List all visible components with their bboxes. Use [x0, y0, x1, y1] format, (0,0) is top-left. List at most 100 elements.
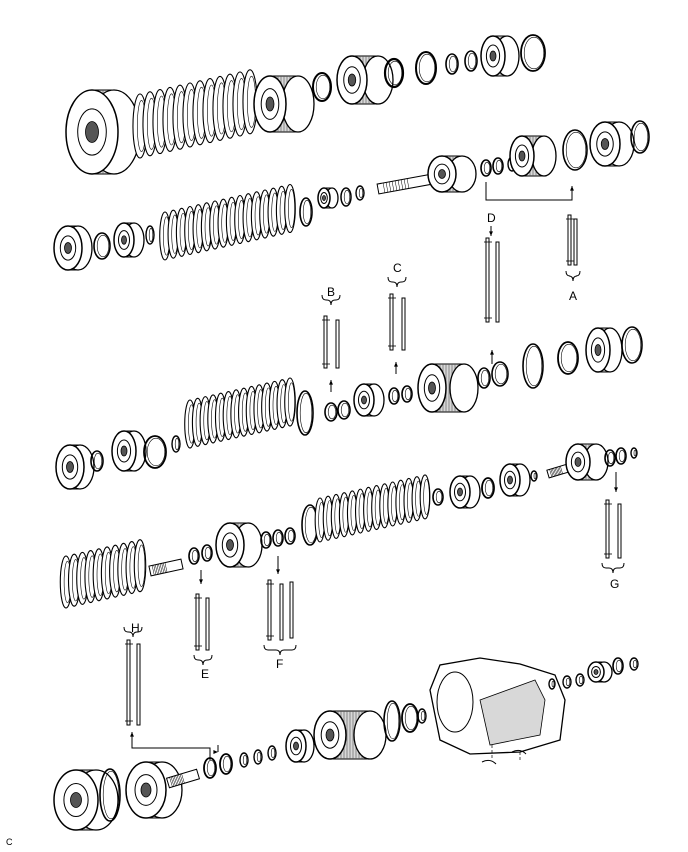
ring [401, 703, 419, 733]
washer [355, 185, 365, 201]
thrust-bearing-h2 [219, 753, 233, 775]
gear-row5 [125, 761, 183, 819]
spacer-bars-a [566, 214, 578, 266]
washer-end [629, 657, 639, 671]
thrust-bearing-e2 [201, 544, 213, 562]
gear-row2 [589, 121, 635, 167]
thrust-bearing-h1 [203, 757, 217, 779]
washer [239, 752, 249, 768]
thrust-bearing-f1 [260, 531, 272, 549]
transmission-case [429, 657, 566, 765]
planetary-carrier [427, 155, 477, 193]
spacer-bars-h [125, 639, 141, 726]
washer [432, 488, 444, 506]
clutch-pack-row2 [159, 183, 296, 261]
callout-label-c: C [393, 261, 402, 275]
gear [113, 222, 145, 258]
gear-row3c [585, 327, 623, 373]
spacer-bars-f [266, 579, 284, 641]
ring [481, 477, 495, 499]
thrust-bearing-c2 [401, 385, 413, 403]
washer-small [530, 470, 538, 482]
spacer-bars-c [388, 293, 406, 351]
snap-ring [522, 343, 544, 389]
spacer-bars-g [604, 499, 622, 559]
ring [93, 232, 111, 260]
hub-row3 [55, 444, 95, 490]
snap-ring [562, 129, 588, 171]
clutch-drum-row2 [509, 135, 557, 177]
ring [557, 341, 579, 375]
washer [417, 708, 427, 724]
snap-ring [383, 700, 401, 742]
callout-label-b: B [327, 285, 336, 299]
callout-label-a: A [569, 289, 578, 303]
leader-c [394, 362, 398, 374]
planetary-row4b [565, 443, 609, 481]
snap-ring [99, 768, 121, 822]
seal [548, 678, 556, 690]
thrust-bearing-f3 [284, 527, 296, 545]
washer [171, 435, 181, 453]
brace-c [387, 276, 407, 288]
thrust-bearing-d4 [491, 361, 509, 387]
leader-h [130, 732, 211, 760]
clutch-drum-row1 [253, 75, 315, 133]
clutch-pack-row4b [314, 474, 431, 543]
callout-brackets [123, 182, 625, 760]
thrust-bearing-d1 [480, 159, 492, 177]
thrust-bearing-d3 [477, 367, 491, 389]
brace-b [321, 294, 341, 306]
brace-h [123, 626, 143, 638]
washer [253, 749, 263, 765]
diagram-parts [53, 34, 650, 831]
planetary-row4 [215, 522, 263, 568]
output-shaft-row5 [165, 768, 201, 789]
spacer-bars-b [322, 315, 340, 369]
nut [612, 657, 624, 675]
spacer-bars-d [484, 237, 500, 323]
leader-f [276, 556, 280, 574]
brace-f [263, 644, 297, 656]
snap-ring [296, 390, 314, 436]
thrust-bearing-g2 [615, 447, 627, 465]
snap-ring-end [621, 326, 643, 364]
washer [267, 745, 277, 761]
hub-row4 [499, 463, 531, 497]
oil-pump-assembly [65, 89, 141, 175]
leader-d-lower [490, 350, 494, 364]
gear-row1 [336, 55, 394, 105]
spacer-bars-e [194, 593, 210, 651]
washer-end [630, 447, 638, 459]
snap-ring [299, 197, 313, 227]
planetary-gear [480, 35, 520, 77]
clutch-pack-row1 [132, 69, 258, 159]
leader-d-to-a [485, 182, 574, 201]
flange [587, 661, 613, 683]
gear-row5b [285, 729, 315, 763]
thrust-washer [445, 53, 459, 75]
snap-ring-top [520, 34, 546, 72]
washer [383, 57, 405, 89]
brace-a [565, 270, 581, 282]
thrust-bearing-e1 [188, 547, 200, 565]
page-code: C [6, 837, 13, 847]
snap-ring [312, 72, 332, 102]
leader-h-stub [213, 745, 219, 754]
thrust-bearing-b1 [324, 402, 338, 422]
leader-d [489, 226, 493, 236]
spacer-bar-f3 [289, 581, 294, 639]
thrust-bearing-c1 [388, 387, 400, 405]
washer [340, 187, 352, 207]
brace-e [193, 654, 213, 666]
leader-g [614, 472, 618, 492]
thrust-bearing-d2 [492, 157, 504, 175]
brace-g [601, 562, 625, 574]
gear-row4 [449, 475, 481, 509]
gear-row3 [111, 430, 147, 472]
callout-label-e: E [201, 667, 210, 681]
washer [562, 675, 572, 689]
washer-small [145, 225, 155, 245]
callout-label-g: G [610, 577, 620, 591]
